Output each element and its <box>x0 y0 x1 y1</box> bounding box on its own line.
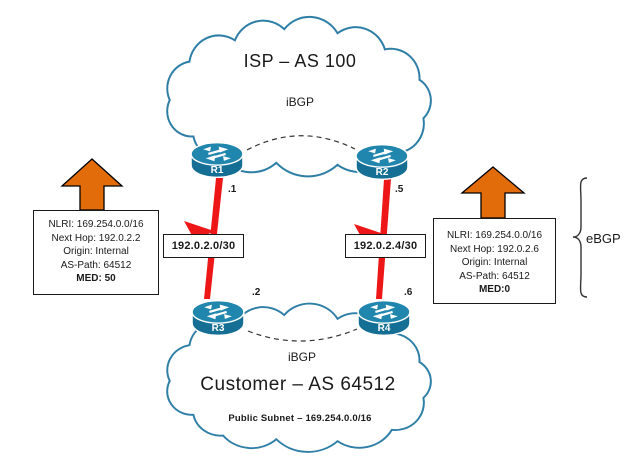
advert-arrow-right-icon <box>460 166 526 219</box>
customer-ibgp-label: iBGP <box>287 350 316 364</box>
customer-subnet-label: Public Subnet – 169.254.0.0/16 <box>228 413 372 424</box>
advert-nlri: NLRI: 169.254.0.0/16 <box>446 230 543 241</box>
advert-as-path: AS-Path: 64512 <box>459 270 530 282</box>
ibgp-peering-customer <box>247 328 358 342</box>
link-flash <box>184 221 214 241</box>
advert-med: MED:0 <box>478 284 511 295</box>
ebgp-label: eBGP <box>586 231 621 246</box>
advert-nlri: NLRI: 169.254.0.0/16 <box>48 219 144 230</box>
advert-origin: Origin: Internal <box>63 246 129 257</box>
advert-arrow-left-icon <box>60 158 124 211</box>
ebgp-brace <box>572 177 588 298</box>
router-r4-label: R4 <box>378 323 391 334</box>
if-label-r4: .6 <box>404 287 413 298</box>
router-r3-label: R3 <box>212 323 225 334</box>
advertisement-left: NLRI: 169.254.0.0/16 Next Hop: 192.0.2.2… <box>33 210 159 295</box>
advertisement-right: NLRI: 169.254.0.0/16 Next Hop: 192.0.2.6… <box>433 218 556 304</box>
ibgp-peering-isp <box>246 135 356 151</box>
advert-next-hop: Next Hop: 192.0.2.6 <box>450 243 539 255</box>
router-r2-label: R2 <box>376 167 389 178</box>
isp-ibgp-label: iBGP <box>285 95 314 109</box>
advert-next-hop: Next Hop: 192.0.2.2 <box>51 232 141 244</box>
if-label-r3: .2 <box>252 287 261 298</box>
link-subnet-left: 192.0.2.0/30 <box>163 234 244 258</box>
if-label-r1: .1 <box>228 184 237 195</box>
link-subnet-right: 192.0.2.4/30 <box>345 234 426 258</box>
router-r1-label: R1 <box>211 165 224 176</box>
advert-as-path: AS-Path: 64512 <box>60 259 132 271</box>
if-label-r2: .5 <box>395 184 404 195</box>
advert-med: MED: 50 <box>76 273 116 284</box>
isp-cloud-title: ISP – AS 100 <box>243 51 357 71</box>
customer-cloud-title: Customer – AS 64512 <box>200 374 396 395</box>
advert-origin: Origin: Internal <box>461 257 528 268</box>
